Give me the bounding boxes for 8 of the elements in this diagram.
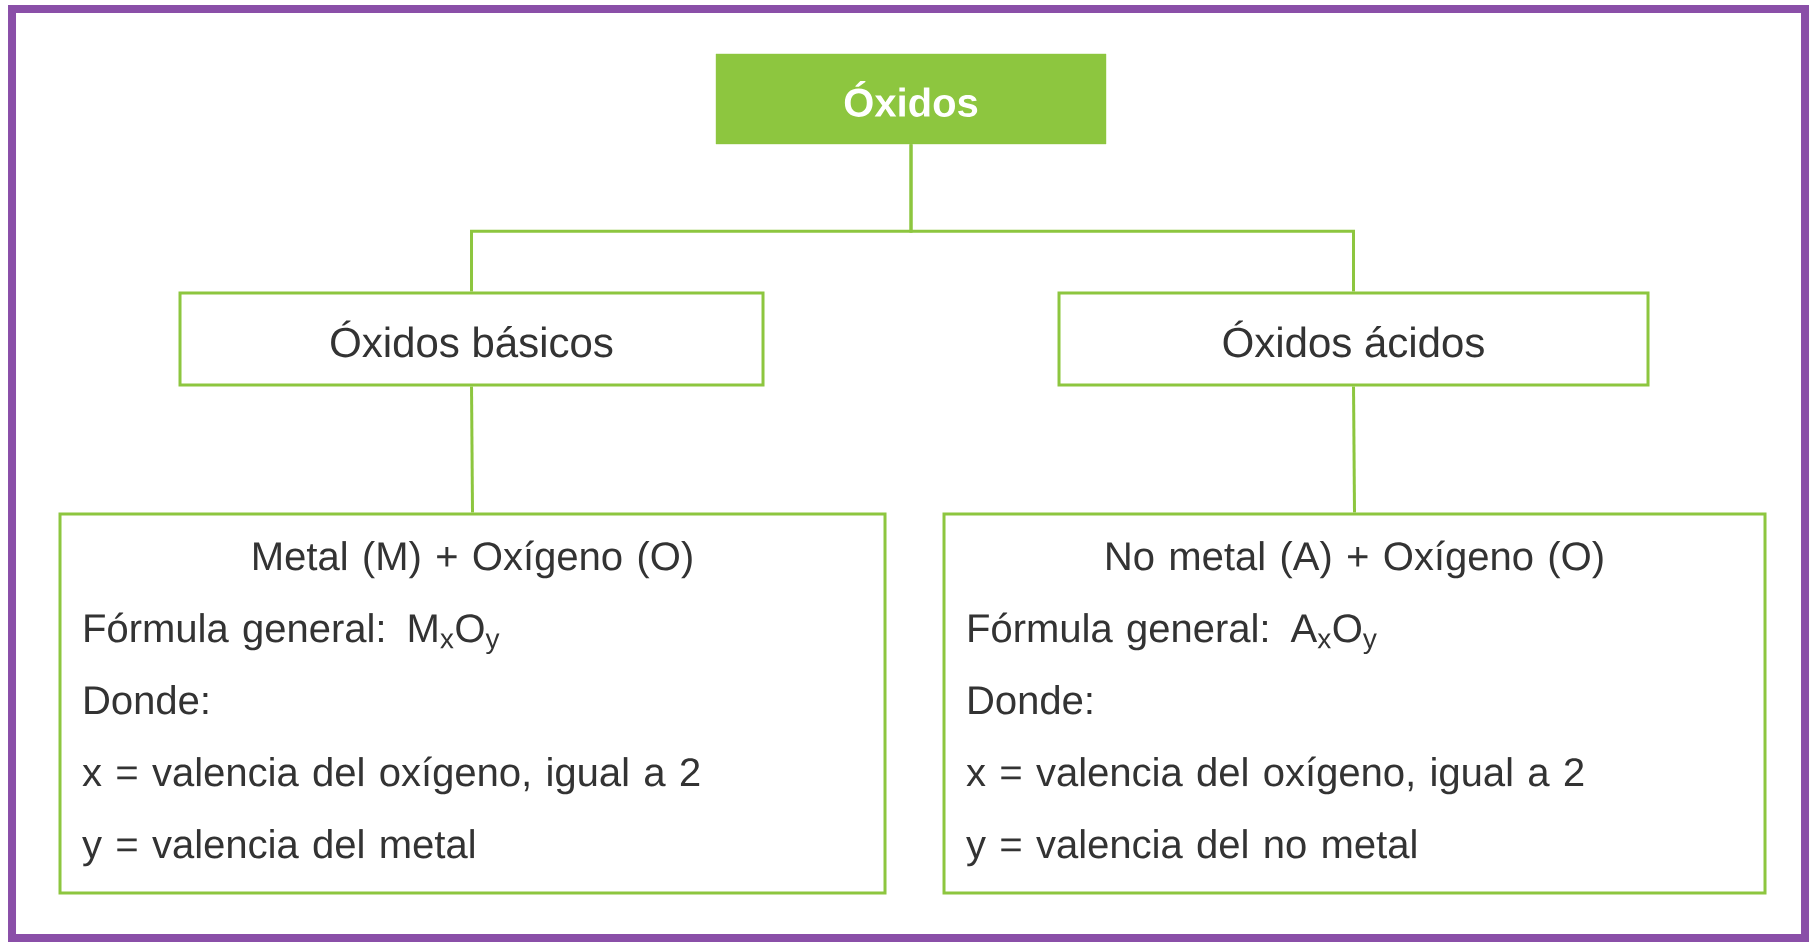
connector-line (1352, 386, 1356, 513)
concept-box: Óxidos ácidos (1057, 291, 1650, 387)
connector-line (470, 386, 474, 513)
concept-box: Metal (M) + Oxígeno (O) Fórmula general: M$_{x}$O$_{y}$ Donde: x = valencia del oxígeno, igual a 2 y = valencia del metal (58, 512, 887, 895)
concept-box: No metal (A) + Oxígeno (O) Fórmula general: A$_{x}$O$_{y}$ Donde: x = valencia del oxígeno, igual a 2 y = valencia del no metal (942, 512, 1767, 895)
concept-box: Óxidos básicos (178, 291, 765, 387)
connector-line (909, 144, 1355, 292)
concept-box: Óxidos (715, 53, 1107, 145)
